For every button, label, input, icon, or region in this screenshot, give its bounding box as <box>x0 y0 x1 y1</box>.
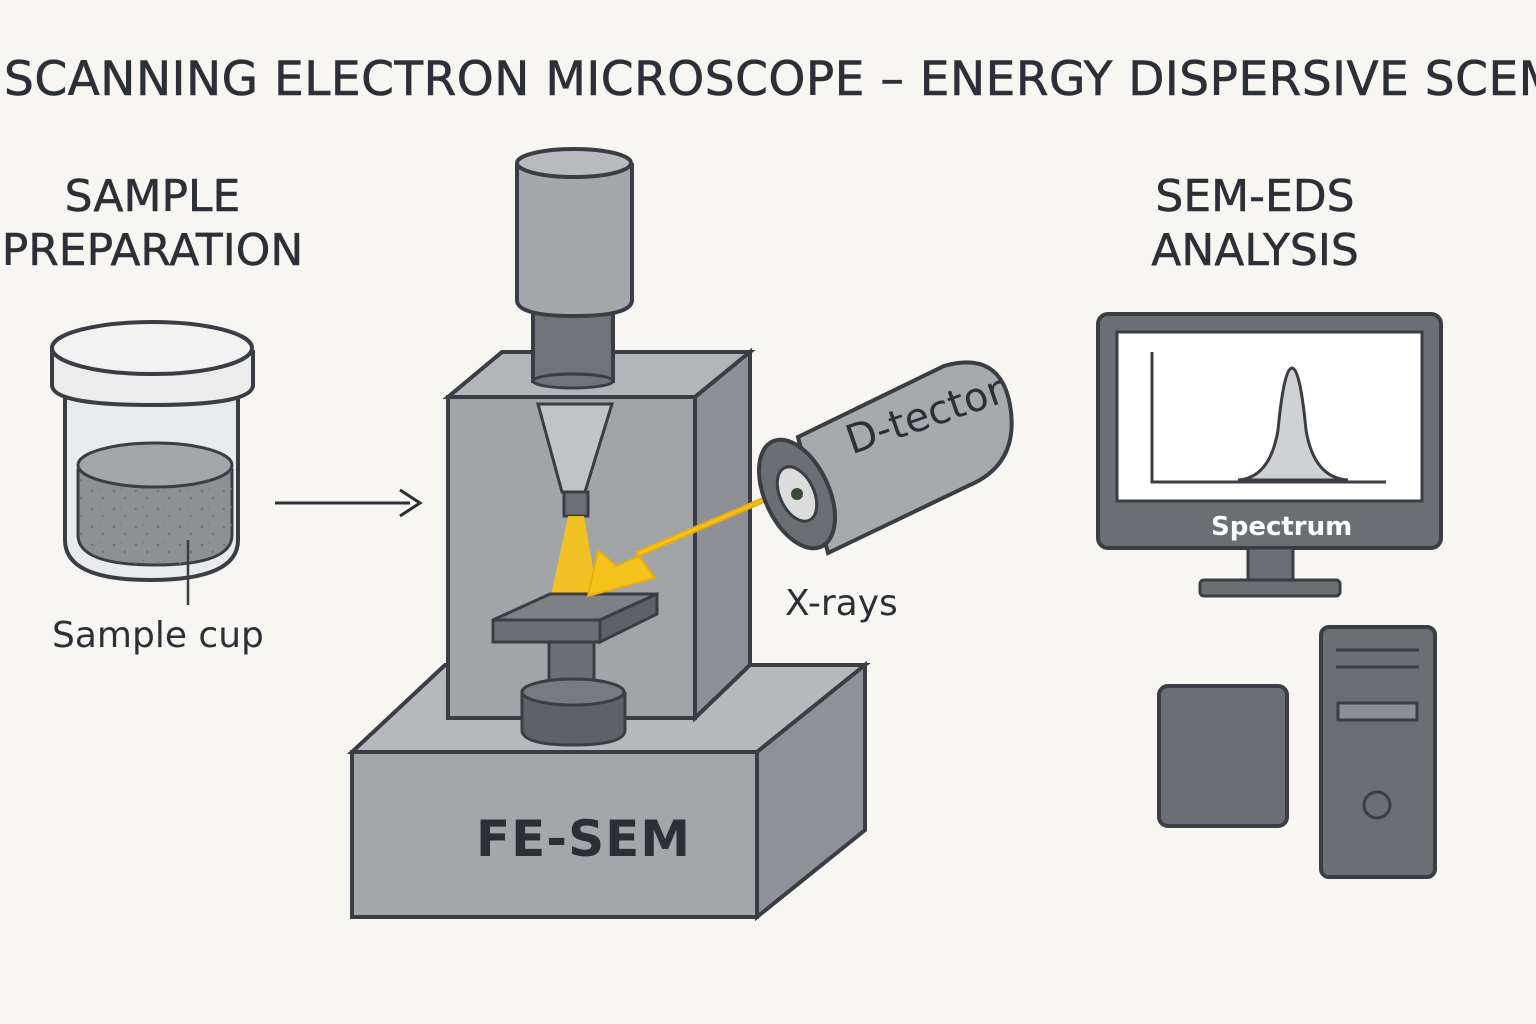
page-title: SCANNING ELECTRON MICROSCOPE – ENERGY DI… <box>4 52 1536 108</box>
sample-preparation-heading: SAMPLE PREPARATION <box>0 170 305 278</box>
sample-cup-label: Sample cup <box>52 615 264 656</box>
spectrum-label: Spectrum <box>1211 512 1353 542</box>
heading-line-1: SAMPLE <box>64 171 241 223</box>
x-rays-label: X-rays <box>785 583 898 624</box>
heading-line-1: SEM-EDS <box>1155 171 1355 223</box>
monitor-icon <box>1096 312 1443 598</box>
detector-icon <box>757 360 1014 556</box>
sem-eds-analysis-heading: SEM-EDS ANALYSIS <box>1120 170 1390 278</box>
fe-sem-microscope <box>346 147 871 922</box>
arrow-right-icon <box>275 488 423 518</box>
heading-line-2: PREPARATION <box>1 225 304 277</box>
heading-line-2: ANALYSIS <box>1151 225 1359 277</box>
fe-sem-label: FE-SEM <box>476 810 691 868</box>
sample-cup-icon <box>50 320 255 605</box>
computer-tower-icon <box>1319 625 1437 879</box>
peripheral-box-icon <box>1157 684 1289 828</box>
